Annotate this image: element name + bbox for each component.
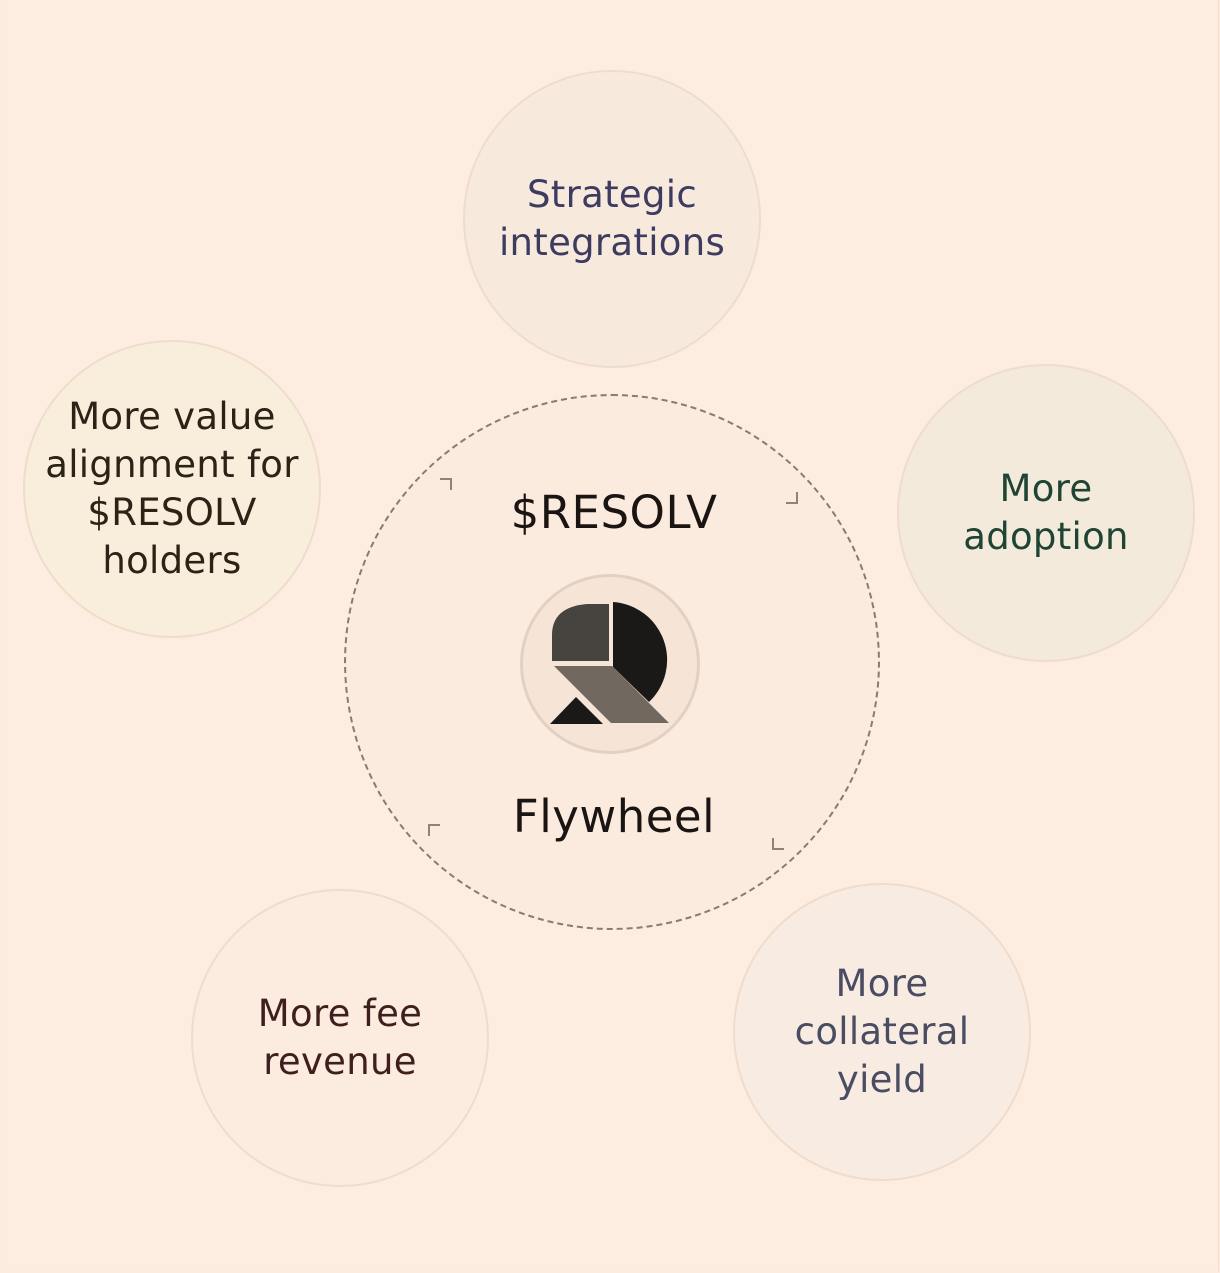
node-fee-revenue: More fee revenue bbox=[191, 889, 489, 1187]
node-line: More bbox=[835, 962, 929, 1005]
resolv-logo-icon bbox=[520, 574, 700, 754]
node-collateral-yield: More collateral yield bbox=[733, 883, 1031, 1181]
node-strategic-integrations: Strategic integrations bbox=[463, 70, 761, 368]
node-line: alignment for bbox=[45, 443, 299, 486]
node-value-alignment: More value alignment for $RESOLV holders bbox=[23, 340, 321, 638]
node-line: Strategic bbox=[527, 173, 697, 216]
node-line: integrations bbox=[498, 221, 726, 264]
arrow-corner-icon bbox=[786, 492, 798, 504]
node-more-adoption: More adoption bbox=[897, 364, 1195, 662]
node-line: holders bbox=[102, 539, 242, 582]
flywheel-center-circle: $RESOLV Flywheel bbox=[344, 394, 880, 930]
node-line: yield bbox=[836, 1058, 928, 1101]
center-title-top: $RESOLV bbox=[510, 486, 718, 539]
node-line: More value bbox=[68, 395, 276, 438]
node-line: More bbox=[999, 467, 1093, 510]
arrow-corner-icon bbox=[428, 824, 440, 836]
arrow-corner-icon bbox=[440, 478, 452, 490]
node-line: $RESOLV bbox=[87, 491, 257, 534]
node-line: adoption bbox=[963, 515, 1129, 558]
center-title-bottom: Flywheel bbox=[512, 790, 716, 843]
arrow-corner-icon bbox=[772, 838, 784, 850]
node-line: More fee bbox=[257, 992, 423, 1035]
node-line: revenue bbox=[263, 1040, 417, 1083]
node-line: collateral bbox=[794, 1010, 970, 1053]
